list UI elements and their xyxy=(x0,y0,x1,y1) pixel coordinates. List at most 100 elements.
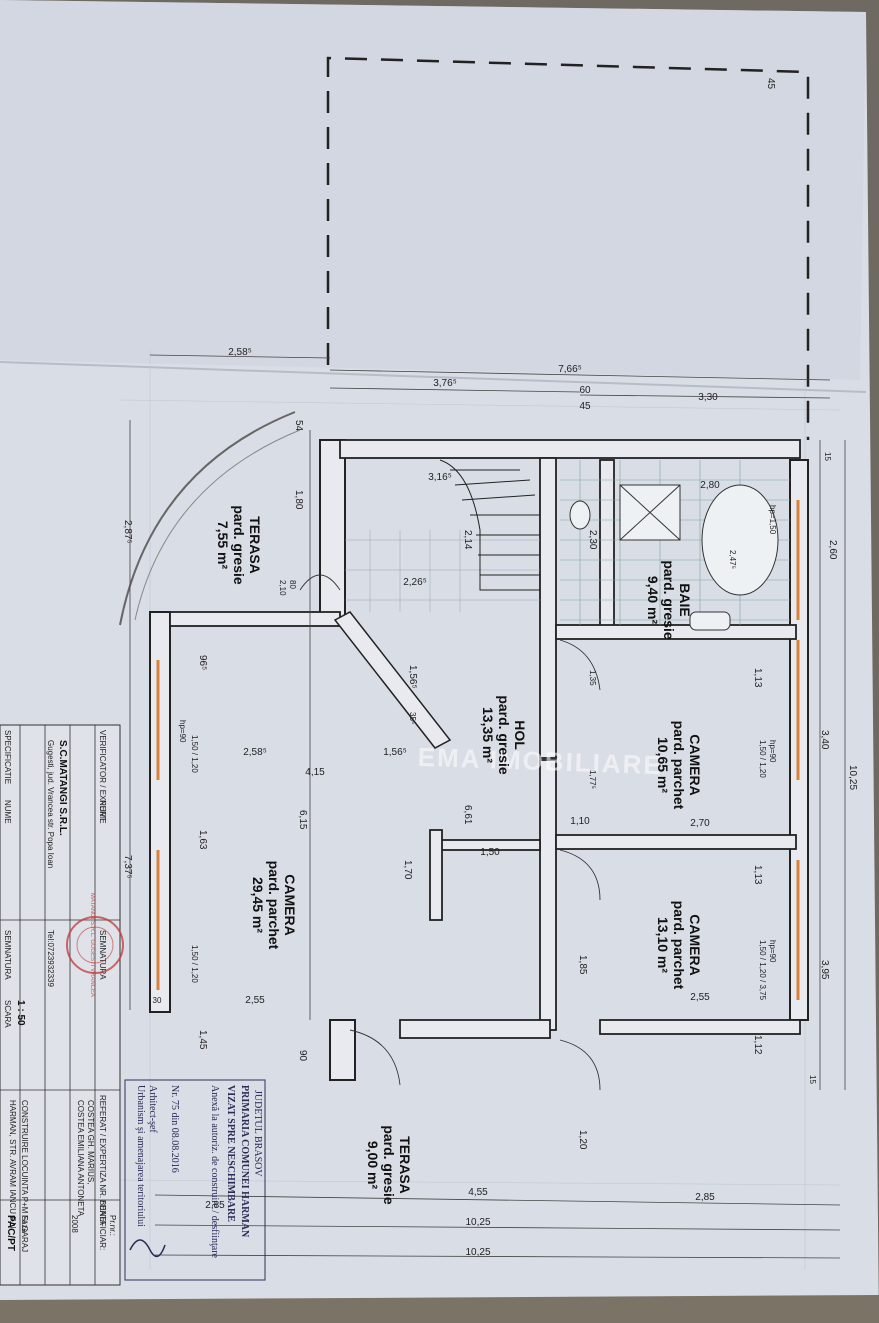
hall-tiles xyxy=(345,530,540,612)
dim-label: 45 xyxy=(579,401,591,412)
garage-dashed-outline xyxy=(326,56,810,440)
room-camera-1: CAMERA pard. parchet 10,65 m² xyxy=(655,721,703,810)
beneficiar-1: COSTEA GH. MARIUS, xyxy=(86,1100,95,1184)
dim-label: 2,14 xyxy=(462,530,473,550)
dim-label: 10,25 xyxy=(465,1217,490,1228)
paper-fold-shade xyxy=(0,0,866,380)
window-markers xyxy=(156,500,800,1000)
room-name: CAMERA xyxy=(687,734,703,795)
dim-label: 90 xyxy=(297,1050,308,1062)
dim-label: 1,35 xyxy=(588,670,597,686)
interior-walls xyxy=(169,439,801,1039)
dim-label: 1,63 xyxy=(197,830,208,850)
dim-label: 10,25 xyxy=(847,765,858,790)
dim-label: 30 xyxy=(153,996,162,1005)
room-area: 10,65 m² xyxy=(655,737,671,793)
hp-label: hp=1,50 xyxy=(768,505,777,535)
dim-label: 35⁵ xyxy=(408,712,417,724)
stamp-vizat: VIZAT SPRE NESCHIMBARE xyxy=(225,1085,236,1222)
staircase xyxy=(439,459,540,591)
dim-label: 2,55 xyxy=(245,995,265,1006)
project-nr-label: Pr.nr.: xyxy=(108,1215,117,1236)
approval-stamp: JUDETUL BRASOV PRIMARIA COMUNEI HARMAN V… xyxy=(124,1079,266,1281)
dim-label: 2,47⁵ xyxy=(728,550,737,569)
hp-label: hp=90 xyxy=(768,940,777,963)
dim-label: 1,70 xyxy=(402,860,413,880)
dim-label: 7,66⁵ xyxy=(558,364,582,375)
window-label: 1,50 / 1,20 xyxy=(758,740,767,778)
room-area: 9,00 m² xyxy=(365,1141,381,1190)
room-terasa-2: TERASA pard. gresie 9,00 m² xyxy=(365,1125,413,1205)
dim-label: 1,20 xyxy=(577,1130,588,1150)
signature-scribble xyxy=(129,1239,166,1258)
stamp-arhitect: Arhitect-şef xyxy=(147,1085,158,1133)
company-name: S.C.MATANGI S.R.L. xyxy=(57,740,68,836)
room-camera-2: CAMERA pard. parchet 13,10 m² xyxy=(655,901,703,990)
dim-label: 2,26⁵ xyxy=(403,577,427,588)
faza-label: Faza xyxy=(20,1215,29,1233)
dimension-labels: 45 2,58⁵ 7,66⁵ 3,76⁵ 60 45 3,30 15 2,60 … xyxy=(122,78,858,1258)
project-title-2: HARMAN, STR. AVRAM IANCU F.N. xyxy=(8,1100,17,1231)
dim-label: 60 xyxy=(579,385,591,396)
dim-label: 2,10 xyxy=(278,580,287,596)
semnatura-label: SEMNATURA xyxy=(98,930,107,980)
room-baie: BAIE pard. gresie 9,40 m² xyxy=(645,560,693,640)
table-edge xyxy=(0,1295,879,1323)
company-address: Gugesti, jud. Vrancea str. Popa Ioan xyxy=(46,740,55,868)
dim-label: 15 xyxy=(808,1075,817,1084)
room-name: TERASA xyxy=(247,516,263,574)
dim-label: 15 xyxy=(823,452,832,461)
nume-label-2: NUME xyxy=(3,800,12,824)
verificator-label: VERIFICATOR / EXPERT xyxy=(98,730,107,822)
dim-label: 1,45 xyxy=(197,1030,208,1050)
room-area: 13,35 m² xyxy=(480,707,496,763)
dim-label: 2,85 xyxy=(205,1200,225,1211)
dim-label: 3,95 xyxy=(819,960,830,980)
room-floor: pard. parchet xyxy=(671,721,687,810)
beneficiar-2: COSTEA EMILIANA ANTONETA xyxy=(76,1100,85,1217)
dim-label: 1,10 xyxy=(570,816,590,827)
company-phone: Tel:0723932339 xyxy=(46,930,55,987)
window-label: 1,50 / 1,20 / 3,75 xyxy=(758,940,767,1001)
room-floor: pard. parchet xyxy=(266,861,282,950)
project-year: 2008 xyxy=(70,1215,79,1233)
nume-label: NUME xyxy=(98,800,107,824)
dim-label: 3,40 xyxy=(819,730,830,750)
room-area: 7,55 m² xyxy=(215,521,231,570)
dim-label: 2,80 xyxy=(700,480,720,491)
dim-label: 2,70 xyxy=(690,818,710,829)
referat-label: REFERAT / EXPERTIZA NR. / DATA xyxy=(98,1095,107,1226)
terrace-curved-edge-inner xyxy=(134,429,301,621)
dim-label: 1,56⁵ xyxy=(383,747,407,758)
dim-label: 2,60 xyxy=(827,540,838,560)
stamp-judet: JUDETUL BRASOV xyxy=(252,1090,263,1177)
dim-label: 2,55 xyxy=(690,992,710,1003)
dim-label: 1,13 xyxy=(752,865,763,885)
room-camera-3: CAMERA pard. parchet 29,45 m² xyxy=(250,861,298,950)
room-name: CAMERA xyxy=(687,914,703,975)
hp-label: hp=90 xyxy=(178,720,187,743)
dim-label: 2,87⁵ xyxy=(122,520,133,544)
room-floor: pard. gresie xyxy=(231,505,247,585)
room-area: 29,45 m² xyxy=(250,877,266,933)
dim-label: 7,37⁵ xyxy=(122,855,133,879)
room-name: CAMERA xyxy=(282,874,298,935)
room-area: 13,10 m² xyxy=(655,917,671,973)
room-hol: HOL pard. gresie 13,35 m² xyxy=(480,695,528,775)
scara-value: 1 : 50 xyxy=(15,1000,26,1026)
room-area: 9,40 m² xyxy=(645,576,661,625)
dim-label: 45 xyxy=(765,78,776,90)
dim-label: 3,76⁵ xyxy=(433,378,457,389)
project-title-1: CONSTRUIRE LOCUINTA P+M SI GARAJ xyxy=(20,1100,29,1252)
diagonal-wall xyxy=(333,611,452,749)
room-terasa-1: TERASA pard. gresie 7,55 m² xyxy=(215,505,263,585)
hp-label: hp=90 xyxy=(768,740,777,763)
window-label: 1,50 / 1,20 xyxy=(190,735,199,773)
dim-label: 96⁵ xyxy=(197,655,208,670)
dim-label: 2,58⁵ xyxy=(228,347,252,358)
dim-label: 2,58⁵ xyxy=(243,747,267,758)
paper-fold-line xyxy=(0,361,867,393)
dim-label: 80 xyxy=(288,580,297,589)
window-label: 1,50 / 1,20 xyxy=(190,945,199,983)
